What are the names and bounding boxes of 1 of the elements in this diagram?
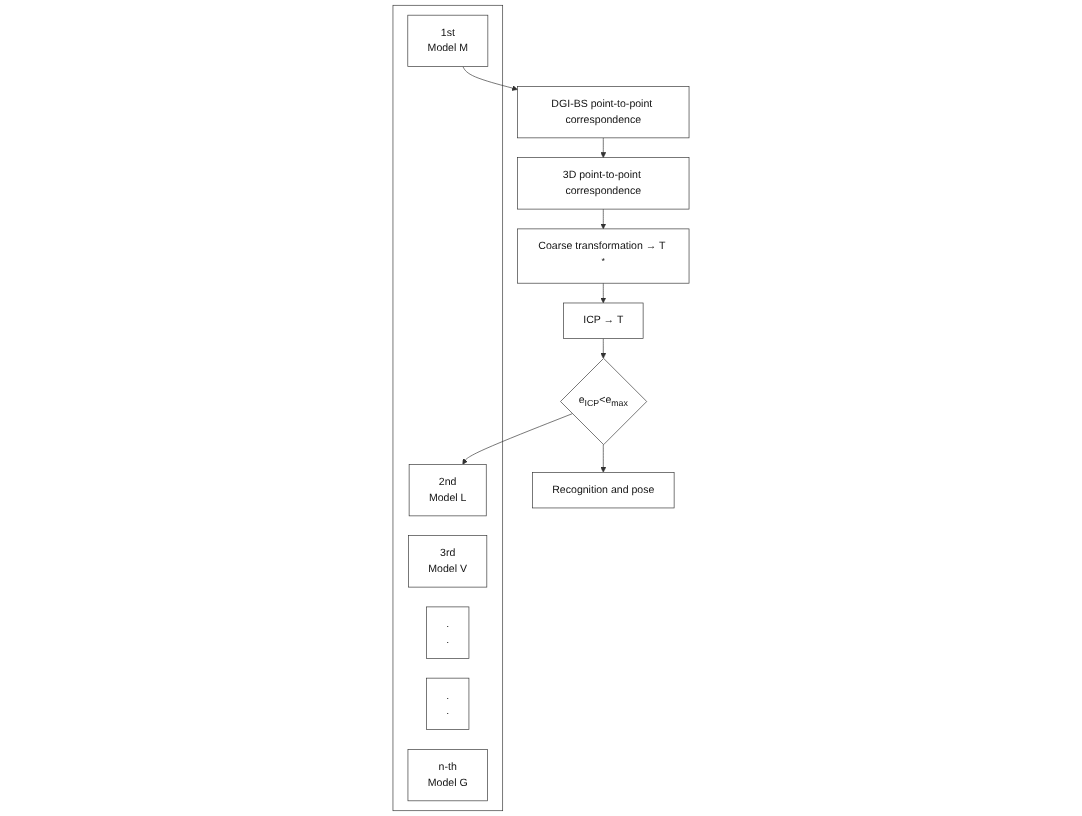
cluster	[392, 4, 503, 812]
